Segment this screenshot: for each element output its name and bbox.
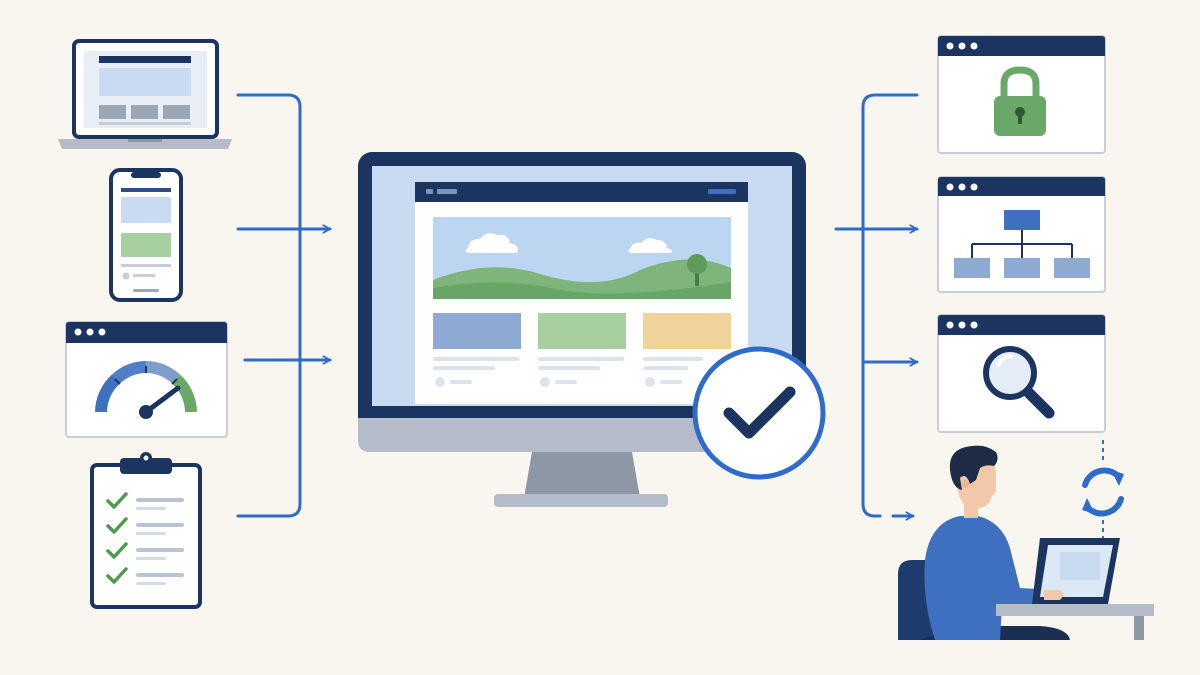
checkmark-icon (692, 346, 826, 480)
desktop-monitor-icon (358, 152, 806, 507)
speedometer-icon (65, 321, 228, 438)
laptop-icon (58, 39, 232, 149)
clipboard-checklist-icon (90, 452, 202, 609)
output-connectors (834, 93, 919, 516)
refresh-cycle-icon (1082, 440, 1124, 540)
magnifier-icon (937, 314, 1106, 433)
input-connectors (236, 93, 332, 518)
smartphone-icon (109, 168, 183, 302)
laptop-screen-highlight (1060, 552, 1100, 580)
padlock-icon (937, 35, 1106, 154)
sitemap-icon (937, 176, 1106, 293)
